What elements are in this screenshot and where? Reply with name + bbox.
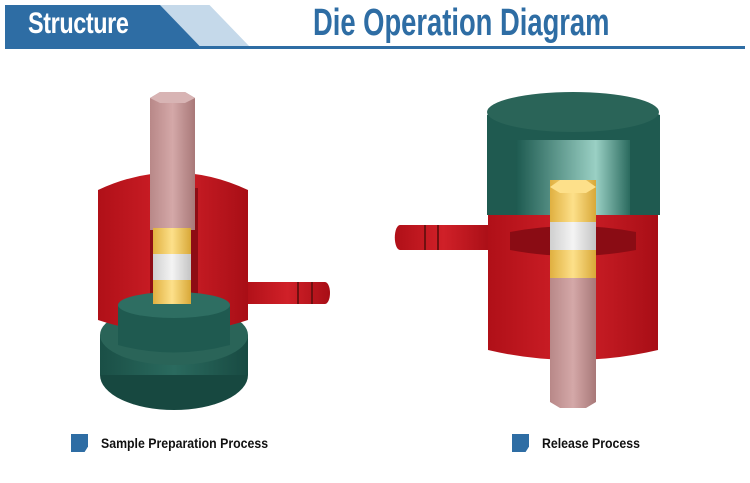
sample [153,254,191,280]
sample [550,222,596,250]
inlet-pipe [394,225,492,250]
push-rod [150,92,195,230]
legend-square-icon [512,434,529,452]
legend-label: Sample Preparation Process [101,435,269,451]
upper-spacer [153,228,191,254]
header-underline [5,46,745,49]
legend-square-icon [71,434,88,452]
section-label: Structure [28,7,129,40]
release-diagram [394,92,660,408]
release-cap-top [487,92,659,132]
legend-release: Release Process [512,434,653,452]
push-rod-top [150,92,195,103]
lower-spacer [550,250,596,278]
push-rod [550,278,596,408]
sample-preparation-diagram [98,92,330,410]
base-boss-top [118,292,230,318]
lower-spacer [153,280,191,304]
legend-label: Release Process [542,435,640,451]
page-title: Die Operation Diagram [313,2,610,44]
upper-spacer-lower [550,206,596,222]
upper-spacer-top [550,180,596,193]
inlet-pipe [245,282,330,304]
legend-sample-preparation: Sample Preparation Process [71,434,291,452]
